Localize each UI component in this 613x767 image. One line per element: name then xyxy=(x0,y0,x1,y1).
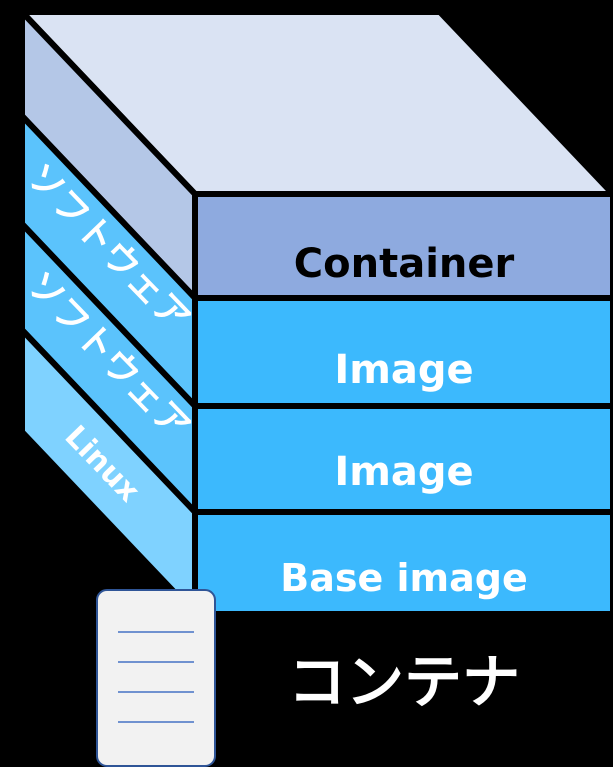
document-icon xyxy=(96,589,216,767)
layer-label-container: Container xyxy=(294,241,515,287)
layer-label-image-2: Image xyxy=(334,449,473,495)
front-face-base-image xyxy=(192,509,613,617)
layer-label-image-1: Image xyxy=(334,347,473,393)
container-caption: コンテナ xyxy=(288,648,520,716)
layer-label-base-image: Base image xyxy=(280,556,527,600)
front-face-image-2 xyxy=(192,403,613,515)
front-face-container xyxy=(192,191,613,301)
